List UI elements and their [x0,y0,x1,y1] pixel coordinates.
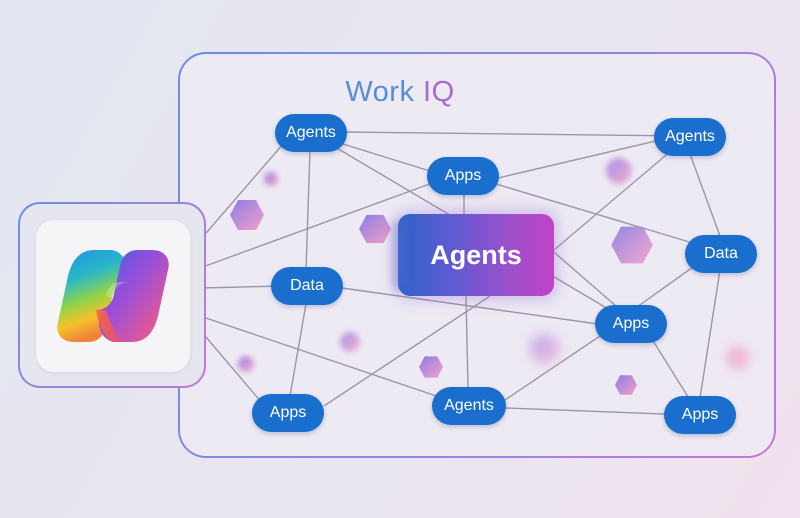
edge [305,149,311,271]
blur-dot-decoration [726,346,750,370]
node-apps-bottom-left[interactable]: Apps [252,394,324,432]
edge [553,149,673,251]
node-data-right[interactable]: Data [685,235,757,273]
copilot-box[interactable] [18,202,206,388]
node-apps-top[interactable]: Apps [427,157,499,195]
edge [501,335,601,403]
edge [199,135,291,241]
node-agents-top-left[interactable]: Agents [275,114,347,152]
edge [497,139,661,179]
edge [199,285,283,289]
work-iq-title: Work IQ [0,76,800,109]
blur-dot-decoration [238,356,254,372]
center-agents-node[interactable]: Agents [398,214,554,296]
blur-dot-decoration [606,158,632,184]
title-iq: IQ [423,76,455,108]
node-apps-right[interactable]: Apps [595,305,667,343]
node-agents-top-right[interactable]: Agents [654,118,726,156]
node-agents-bottom[interactable]: Agents [432,387,506,425]
edge [199,177,447,269]
edge [199,329,269,411]
hexagon-decoration-icon [615,375,637,395]
edge [629,261,701,313]
copilot-tile[interactable] [36,220,190,372]
edge [689,153,721,237]
blur-dot-decoration [340,332,360,352]
blur-dot-decoration [264,172,278,186]
hexagon-decoration-icon [230,200,264,230]
edge [329,139,447,177]
edge [495,183,717,251]
edge [341,287,599,325]
blur-dot-decoration [530,334,560,364]
node-apps-bottom-right[interactable]: Apps [664,396,736,434]
copilot-logo-icon [57,250,169,342]
title-work: Work [345,76,415,108]
edge [699,269,721,399]
edge [505,407,665,415]
edge [323,295,491,407]
hexagon-decoration-icon [359,214,391,244]
edge [649,335,691,401]
edge [465,295,469,389]
edge [187,311,461,405]
edge [289,303,307,397]
hexagon-decoration-icon [611,226,653,264]
hexagon-decoration-icon [419,356,443,378]
node-data-left[interactable]: Data [271,267,343,305]
edge [345,131,687,137]
